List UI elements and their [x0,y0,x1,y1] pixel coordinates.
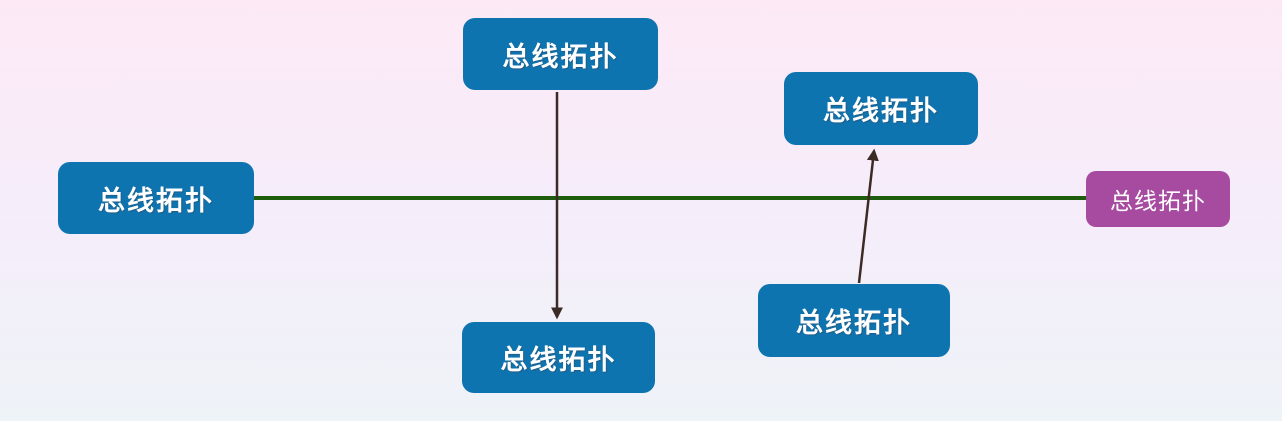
node-upper-right[interactable]: 总线拓扑 [784,72,978,145]
node-label: 总线拓扑 [796,308,912,339]
node-label: 总线拓扑 [1110,189,1206,215]
node-label: 总线拓扑 [500,345,617,376]
node-label: 总线拓扑 [502,41,619,73]
node-label: 总线拓扑 [823,96,939,127]
node-right-accent[interactable]: 总线拓扑 [1086,171,1230,227]
node-label: 总线拓扑 [98,185,214,217]
node-top-center[interactable]: 总线拓扑 [463,18,658,90]
node-bottom-right[interactable]: 总线拓扑 [758,284,950,357]
arrow-bottom-right-to-upper-right [857,148,879,284]
node-bottom-center[interactable]: 总线拓扑 [462,322,655,393]
node-left[interactable]: 总线拓扑 [58,162,254,234]
